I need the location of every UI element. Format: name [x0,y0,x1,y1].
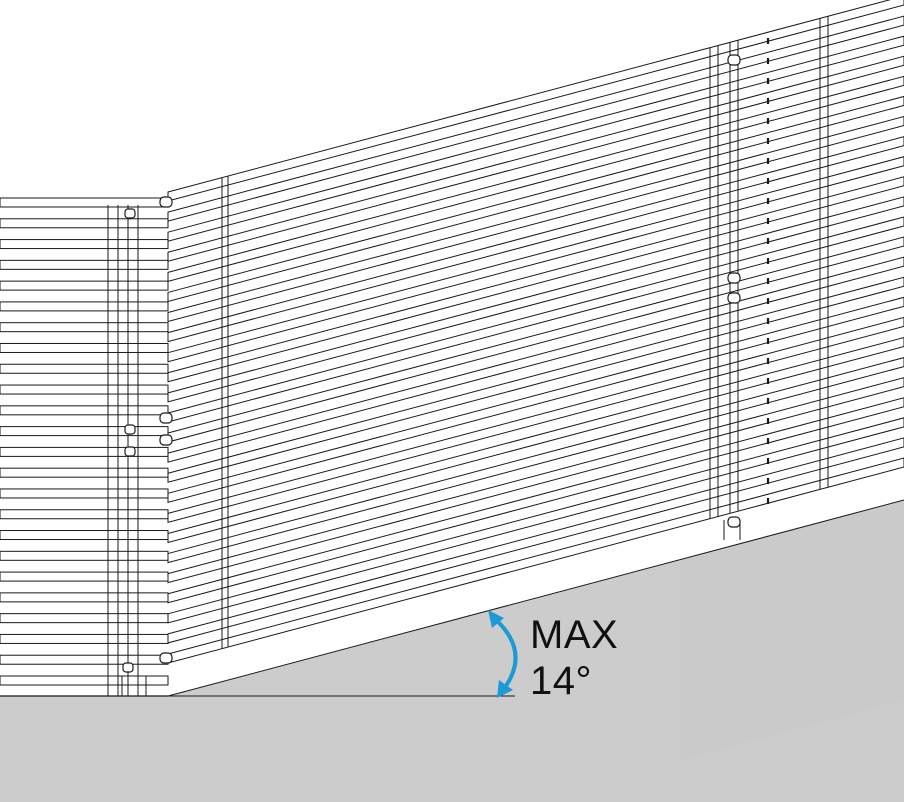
flat-fence-bar [0,280,169,291]
sloped-clip [159,196,173,208]
flat-fence-bar [0,426,169,437]
flat-fence-bar [0,592,169,603]
flat-clip [124,446,136,457]
flat-fence-bar [0,613,169,624]
flat-fence-bar [0,509,169,520]
flat-fence-bar [0,384,169,395]
sloped-fence-bar [167,176,904,383]
flat-fence-section [0,197,169,696]
sloped-fence-bar [167,437,904,644]
slope-shade [680,500,904,760]
sloped-clip [727,292,741,304]
flat-fence-bar [0,197,169,208]
flat-fence-bar [0,550,169,561]
sloped-fence-bar [167,196,904,403]
sloped-clip [727,272,741,284]
sloped-fence-bar [167,357,904,564]
flat-fence-bar [0,363,169,374]
sloped-fence-bar [167,55,904,262]
flat-fence-bar [0,218,169,229]
flat-fence-bar [0,405,169,416]
sloped-fence-bar [167,397,904,604]
flat-clip [124,208,136,219]
sloped-fence-bar [167,276,904,483]
sloped-fence-bar [167,75,904,282]
flat-clip [122,662,134,673]
sloped-clip [159,434,173,446]
flat-fence-bar [0,446,169,457]
angle-label-max: MAX [530,613,618,657]
sloped-fence-bar [167,35,904,242]
sloped-clip [727,516,741,528]
sloped-fence-bar [167,417,904,624]
sloped-fence-bar [167,156,904,363]
angle-arrow [488,610,518,698]
sloped-fence-bar [167,95,904,303]
flat-fence-bar [0,530,169,541]
flat-fence-bar [0,259,169,270]
flat-fence-bar [0,467,169,478]
sloped-clip [159,412,173,424]
flat-fence-bar [0,322,169,333]
sloped-fence-bar [167,136,904,343]
sloped-clip [159,652,173,664]
flat-fence-bar [0,654,169,665]
angle-label-degrees: 14° [530,659,592,703]
sloped-fence-bar [167,15,904,222]
sloped-fence-bar [167,316,904,524]
flat-fence-bar [0,633,169,644]
flat-fence-bar [0,239,169,250]
sloped-fence-bar [167,296,904,503]
sloped-fence-bar [167,116,904,323]
slope-line [167,499,904,697]
flat-fence-bar [0,342,169,353]
sloped-clip [727,54,741,66]
flat-fence-bar [0,675,169,686]
fence-posts [121,54,741,696]
sloped-fence-bar [167,336,904,544]
flat-fence-bar [0,571,169,582]
ground [0,500,904,802]
flat-fence-bar [0,488,169,499]
sloped-fence-bar [167,256,904,463]
flat-clip [124,424,136,435]
sloped-fence-section [167,0,904,664]
sloped-fence-bar [167,377,904,584]
flat-fence-bar [0,301,169,312]
